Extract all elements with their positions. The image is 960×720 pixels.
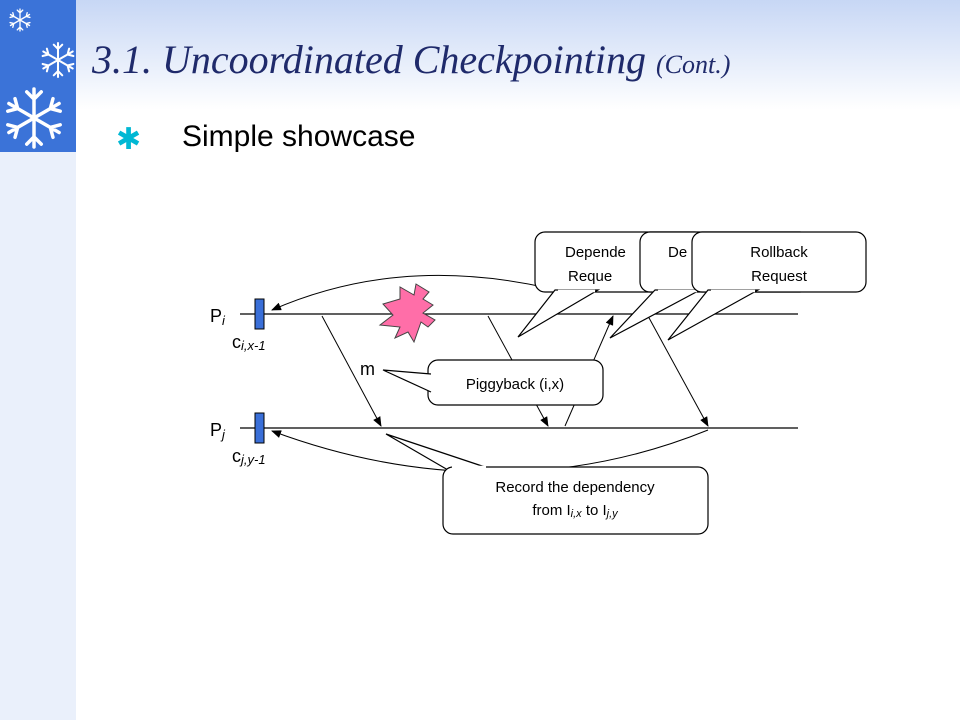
piggyback-text: Piggyback (i,x) [466,376,564,393]
checkpoint-label-j: cj,y-1 [232,446,266,467]
bullet-star-icon: ✱ [116,123,142,156]
process-base: P [210,420,222,440]
slide-title: 3.1. Uncoordinated Checkpointing (Cont.) [92,36,730,83]
bullet-text: Simple showcase [182,120,416,153]
process-label-pj: Pj [210,420,226,442]
checkpoint-sub: i,x-1 [241,338,266,353]
snowflake-icon [8,8,32,32]
checkpoint-base: c [232,446,241,466]
message-m-arrow [321,315,382,427]
dependency-request-2-line-1: De [668,244,687,261]
process-sub: j [220,427,226,442]
slide-subtitle: (Cont.) [655,50,731,79]
failure-star-icon [378,283,436,344]
snowflake-icon [3,87,65,149]
rollback-request-line-2: Request [751,268,808,285]
message-label: m [360,359,375,379]
checkpoint-j [254,412,265,444]
record-to: to I [582,502,607,519]
piggyback-callout: Piggyback (i,x) [382,359,604,406]
checkpoint-base: c [232,332,241,352]
process-base: P [210,306,222,326]
header-background [76,0,960,110]
record-line-2: from Ii,x to Ij,y [532,502,619,520]
rollback-request-line-1: Rollback [750,244,808,261]
checkpoint-sub: j,y-1 [239,452,266,467]
process-sub: i [222,313,226,328]
rollback-curve-j [271,429,709,473]
rollback-request-callout: Rollback Request [667,231,867,341]
process-label-pi: Pi [210,306,226,328]
record-to-sub: j,y [605,508,620,520]
checkpoint-i [254,298,265,330]
dependency-request-curve-i [271,274,549,311]
dependency-request-1-line-1: Depende [565,244,626,261]
record-from: from I [532,502,570,519]
record-dependency-callout: Record the dependency from Ii,x to Ij,y [385,433,709,535]
dependency-request-1-line-2: Reque [568,268,612,285]
message-arrow-4 [647,315,709,427]
record-line-1: Record the dependency [495,479,655,496]
snowflake-icon [40,41,76,79]
record-from-sub: i,x [571,508,583,520]
checkpoint-label-i: ci,x-1 [232,332,266,353]
slide-title-text: 3.1. Uncoordinated Checkpointing [92,37,646,82]
